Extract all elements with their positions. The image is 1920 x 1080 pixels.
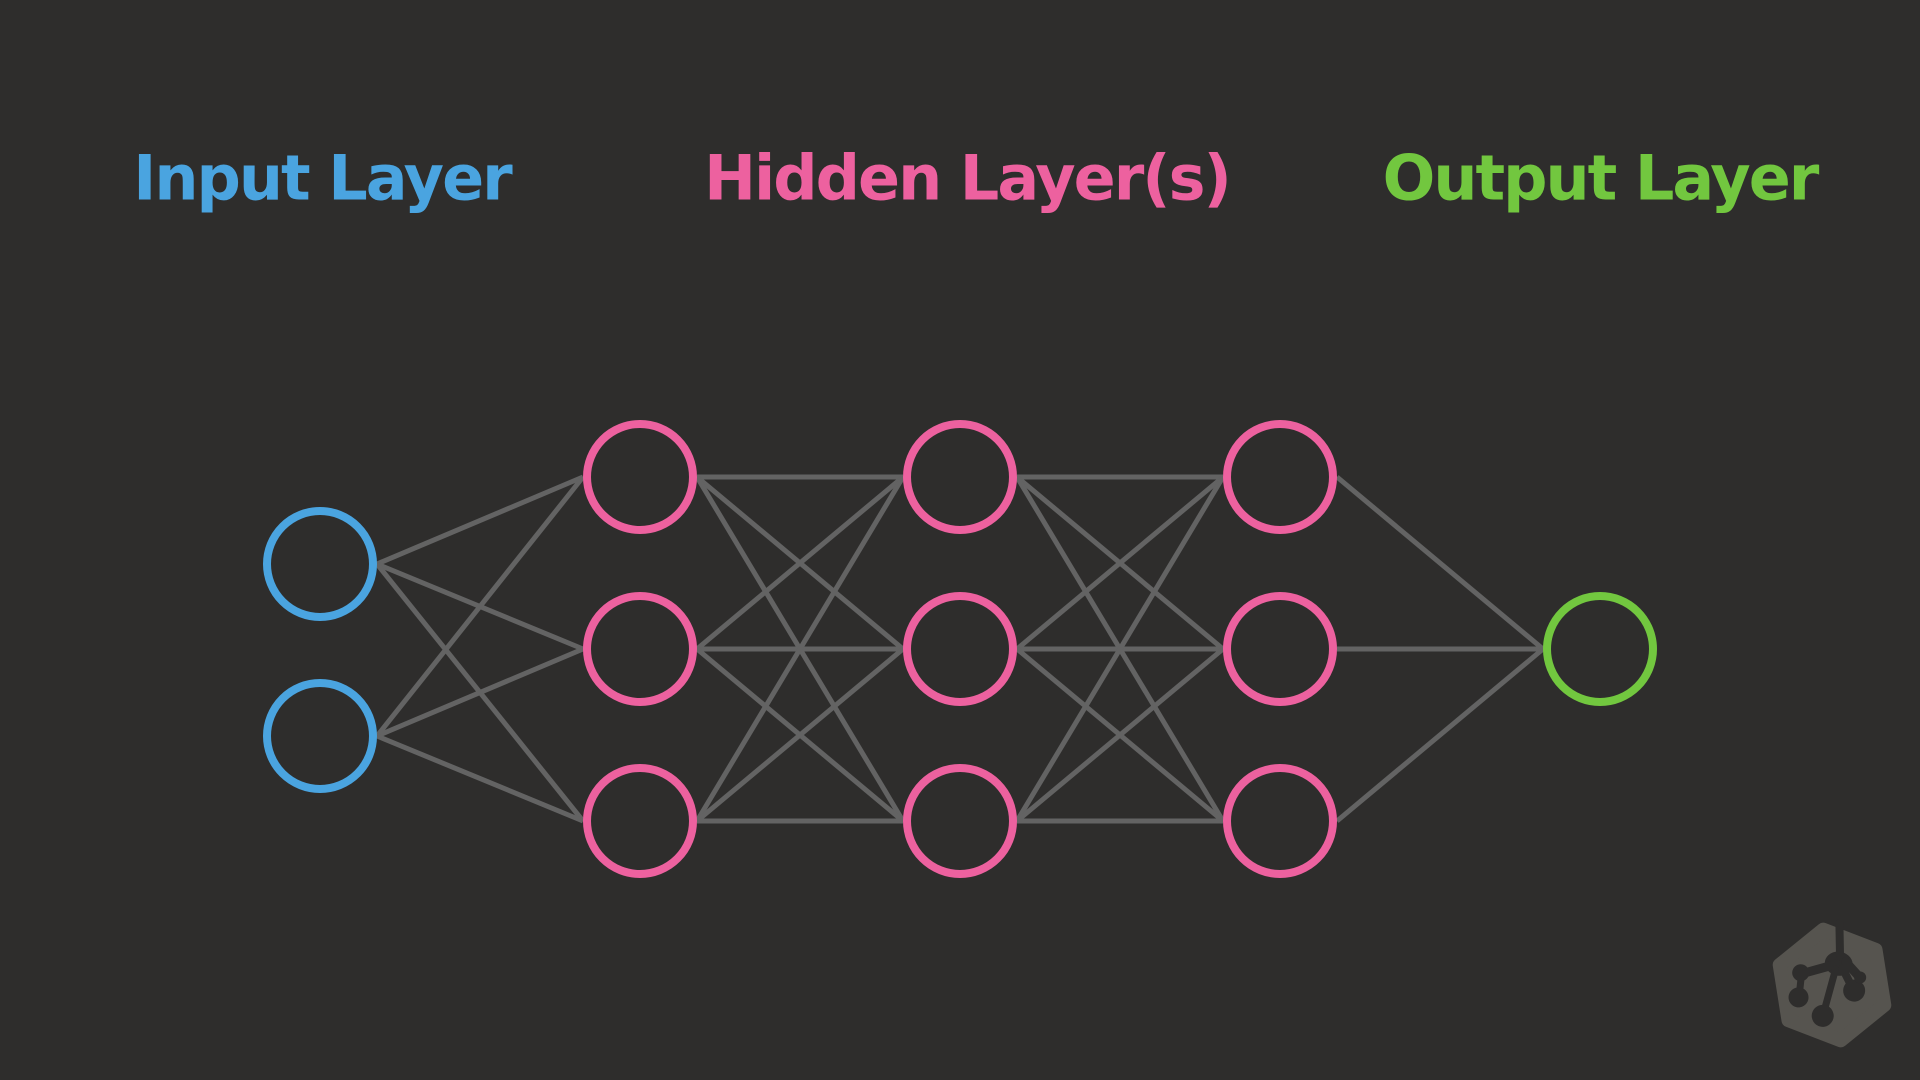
connection-line	[376, 733, 584, 824]
hidden-layer-1-node	[583, 764, 697, 878]
input-layer-node	[263, 507, 377, 621]
connection-line	[375, 475, 585, 738]
hidden-layer-1-node	[583, 420, 697, 534]
hidden-layer-2-node	[903, 592, 1017, 706]
connection-line	[1335, 647, 1545, 823]
hidden-layer-2-node	[903, 420, 1017, 534]
connection-line	[1015, 475, 1225, 651]
connection-line	[1335, 475, 1545, 651]
hidden-layer-3-node	[1223, 764, 1337, 878]
input-layer-title: Input Layer	[133, 141, 512, 215]
hidden-layer-2-node	[903, 764, 1017, 878]
input-layer-node	[263, 679, 377, 793]
hidden-layer-1-node	[583, 592, 697, 706]
connection-line	[695, 475, 905, 651]
connection-line	[376, 646, 584, 739]
hidden-layer-title: Hidden Layer(s)	[704, 141, 1232, 215]
output-layer-title: Output Layer	[1382, 141, 1820, 215]
output-layer-node	[1543, 592, 1657, 706]
treehouse-logo-badge	[1772, 919, 1892, 1048]
neuron-nodes	[263, 420, 1657, 878]
hidden-layer-3-node	[1223, 420, 1337, 534]
connection-line	[1015, 647, 1225, 823]
connection-line	[376, 474, 584, 567]
connection-line	[1014, 475, 1226, 823]
hidden-layer-3-node	[1223, 592, 1337, 706]
frog-foot-icon	[1788, 919, 1867, 1027]
connection-line	[695, 647, 905, 823]
connection-lines	[375, 474, 1545, 824]
connection-line	[694, 475, 906, 823]
